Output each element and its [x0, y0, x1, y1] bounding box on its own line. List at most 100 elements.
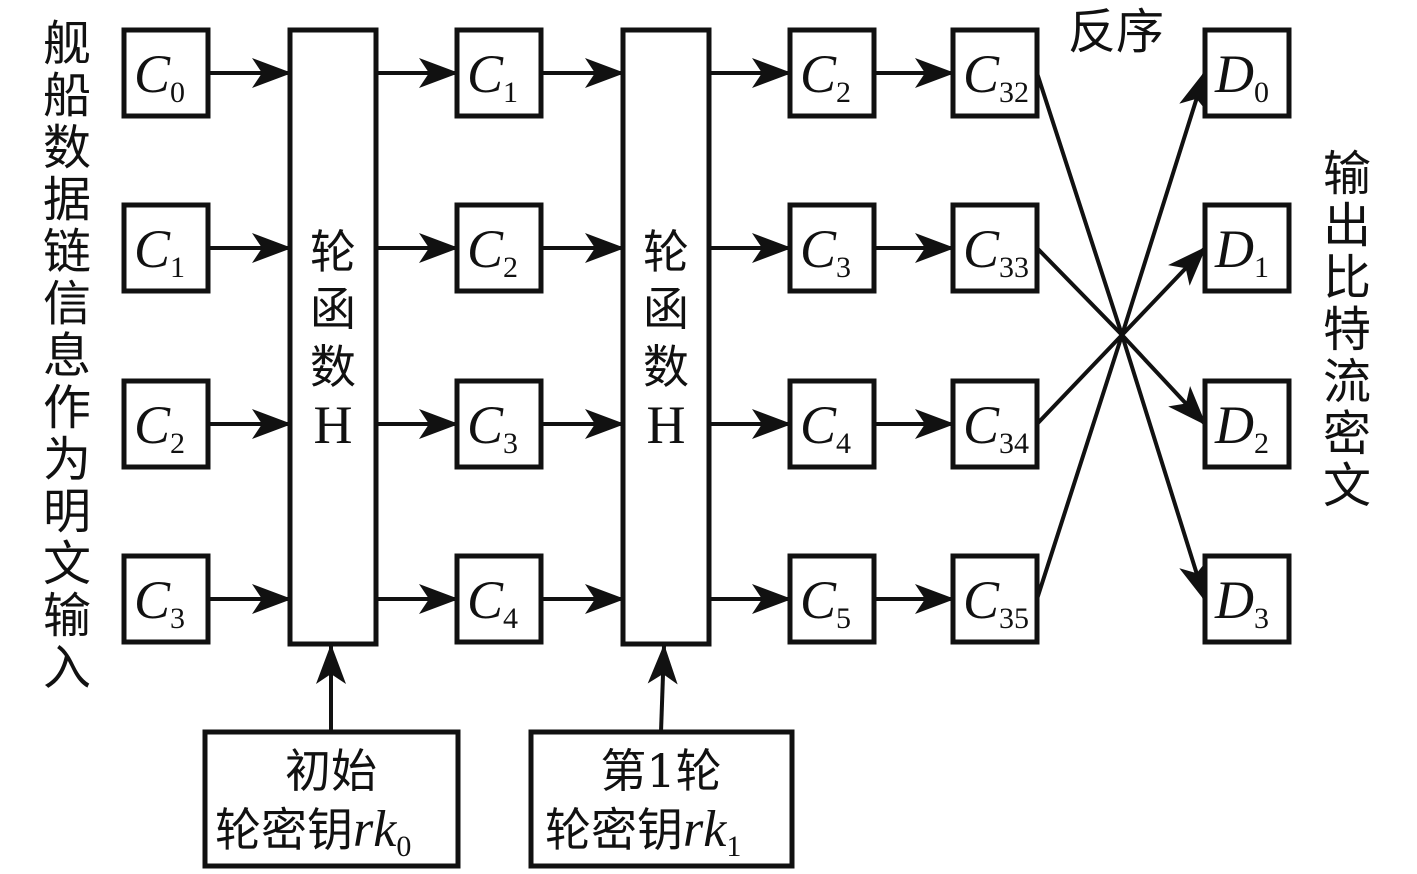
node-box	[950, 27, 1040, 119]
key-name-cjk: 轮密钥	[215, 803, 353, 857]
node-C2: C2	[454, 202, 544, 294]
output-ciphertext-label: 输出比特流密文	[1314, 148, 1370, 512]
node-C2: C2	[787, 27, 877, 119]
key-name: 轮密钥rk0	[215, 801, 411, 863]
round-function-letter: H	[314, 395, 353, 455]
node-C1: C1	[121, 202, 211, 294]
node-label: C34	[963, 395, 1029, 460]
node-label-base: C	[800, 44, 837, 104]
node-label: C1	[134, 219, 185, 284]
node-box	[1202, 378, 1292, 470]
node-label-base: C	[134, 219, 171, 279]
node-C34: C34	[950, 378, 1040, 470]
node-label-subscript: 1	[170, 251, 185, 284]
key-subscript: 1	[726, 830, 741, 863]
nodes: C0C1C2C3C1C2C3C4C2C3C4C5C32C33C34C35D0D1…	[121, 27, 1292, 645]
node-C4: C4	[454, 553, 544, 645]
node-box	[121, 378, 211, 470]
node-label-base: C	[963, 395, 1000, 455]
round-function-char: 轮	[643, 225, 689, 279]
node-label: D3	[1214, 570, 1269, 635]
node-label: C4	[800, 395, 851, 460]
key-name-cjk: 轮密钥	[545, 803, 683, 857]
node-label-subscript: 34	[999, 427, 1029, 460]
node-D3: D3	[1202, 553, 1292, 645]
round-function-block-0: 轮 函 数 H	[287, 27, 379, 647]
node-label-subscript: 3	[170, 602, 185, 635]
node-box	[950, 202, 1040, 294]
node-label-subscript: 2	[170, 427, 185, 460]
node-label-base: C	[134, 395, 171, 455]
key-box	[528, 729, 795, 869]
node-label-subscript: 2	[503, 251, 518, 284]
node-box	[950, 553, 1040, 645]
round-function-char: 轮	[310, 225, 356, 279]
node-label: C35	[963, 570, 1029, 635]
node-label-subscript: 3	[1254, 602, 1269, 635]
node-box	[950, 378, 1040, 470]
node-box	[787, 553, 877, 645]
reverse-order-label: 反序	[1068, 4, 1164, 60]
node-C3: C3	[787, 202, 877, 294]
node-label-subscript: 2	[1254, 427, 1269, 460]
node-label: C3	[467, 395, 518, 460]
key-var: rk	[353, 801, 397, 858]
node-label-subscript: 1	[503, 76, 518, 109]
node-label: C3	[800, 219, 851, 284]
round-function-char: 数	[643, 340, 689, 394]
node-label-base: C	[963, 570, 1000, 630]
node-D2: D2	[1202, 378, 1292, 470]
node-box	[1202, 553, 1292, 645]
key-var: rk	[683, 801, 727, 858]
node-C32: C32	[950, 27, 1040, 119]
round-function-block-1: 轮 函 数 H	[620, 27, 712, 647]
node-label-subscript: 3	[836, 251, 851, 284]
node-label: C33	[963, 219, 1029, 284]
node-label: C1	[467, 44, 518, 109]
node-label-base: D	[1214, 395, 1254, 455]
node-box	[787, 378, 877, 470]
round-function-box	[287, 27, 379, 647]
node-box	[787, 202, 877, 294]
key-title: 初始	[285, 744, 377, 798]
node-label-base: C	[467, 570, 504, 630]
node-label: D0	[1214, 44, 1269, 109]
node-label: C2	[467, 219, 518, 284]
node-box	[787, 27, 877, 119]
round-function-box	[620, 27, 712, 647]
node-label-subscript: 3	[503, 427, 518, 460]
key-block-0: 初始 轮密钥rk0	[202, 644, 461, 869]
round-function-char: 函	[643, 282, 689, 336]
node-label: C2	[800, 44, 851, 109]
node-label-subscript: 5	[836, 602, 851, 635]
node-label-subscript: 2	[836, 76, 851, 109]
node-label-subscript: 0	[170, 76, 185, 109]
node-box	[121, 27, 211, 119]
key-block-1: 第1轮 轮密钥rk1	[528, 644, 795, 869]
node-label-base: C	[467, 219, 504, 279]
node-label-base: C	[800, 395, 837, 455]
node-label-base: D	[1214, 44, 1254, 104]
connectors	[208, 58, 1208, 614]
node-label-base: C	[800, 570, 837, 630]
node-C2: C2	[121, 378, 211, 470]
node-box	[454, 553, 544, 645]
node-C3: C3	[454, 378, 544, 470]
round-function-char: 函	[310, 282, 356, 336]
node-label: D1	[1214, 219, 1269, 284]
node-box	[1202, 202, 1292, 294]
node-box	[121, 553, 211, 645]
node-C5: C5	[787, 553, 877, 645]
node-label-subscript: 1	[1254, 251, 1269, 284]
node-label: C0	[134, 44, 185, 109]
node-label-subscript: 4	[503, 602, 518, 635]
node-label: D2	[1214, 395, 1269, 460]
node-label-base: C	[963, 219, 1000, 279]
node-C35: C35	[950, 553, 1040, 645]
node-label: C32	[963, 44, 1029, 109]
node-label: C5	[800, 570, 851, 635]
node-label-base: C	[800, 219, 837, 279]
node-label-base: C	[963, 44, 1000, 104]
node-box	[121, 202, 211, 294]
node-label: C2	[134, 395, 185, 460]
